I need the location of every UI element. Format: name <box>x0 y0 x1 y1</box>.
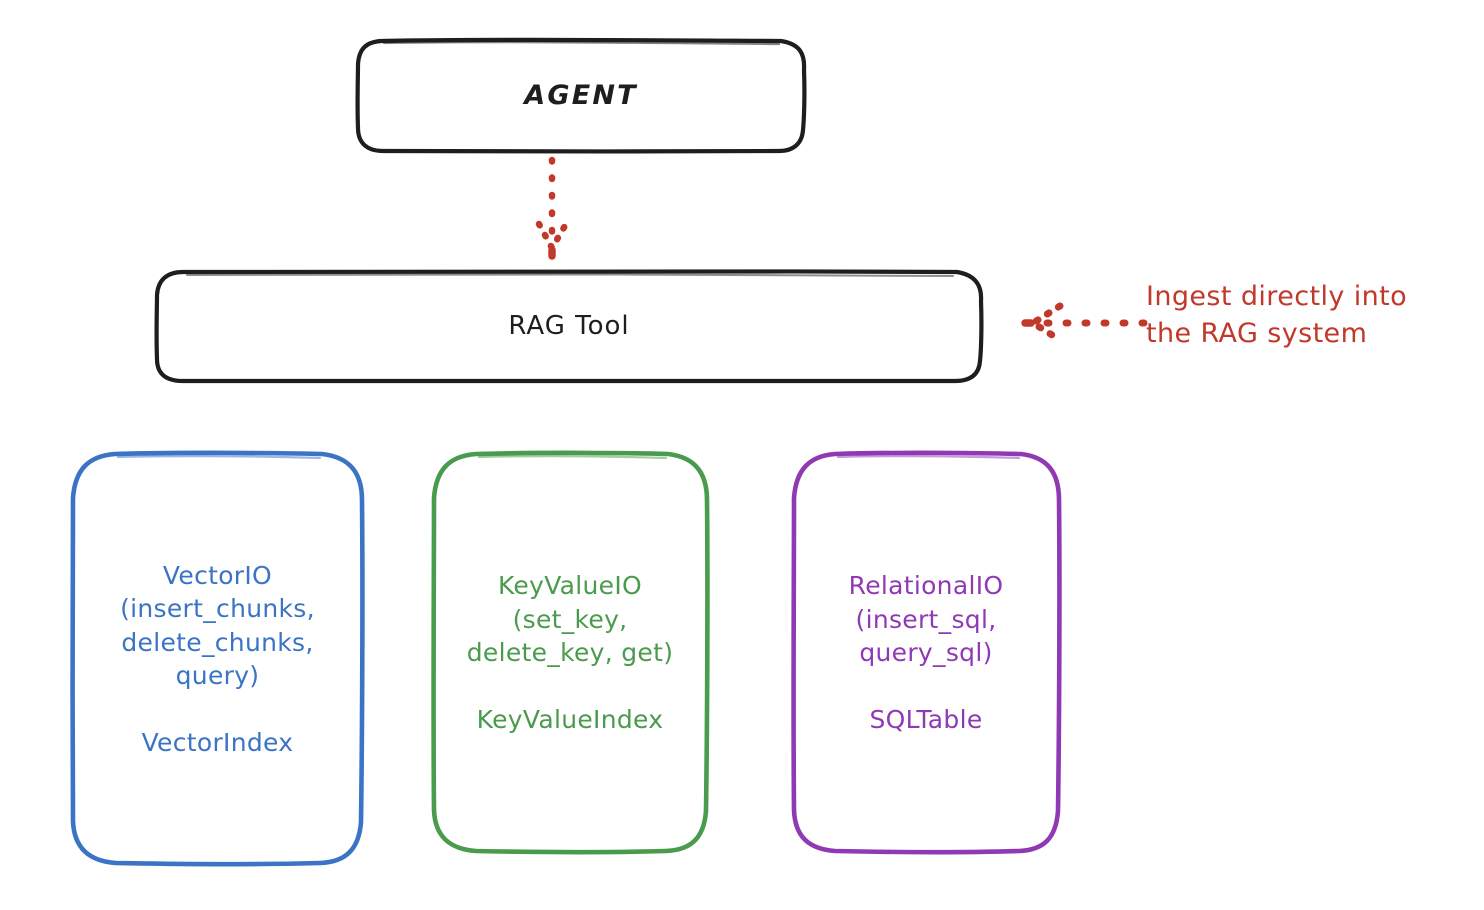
node-relational-io[interactable]: RelationalIO (insert_sql, query_sql) SQL… <box>788 450 1064 856</box>
agent-label: AGENT <box>524 79 638 111</box>
connector-ingest-to-rag-tool <box>1021 302 1148 344</box>
vector-io-label: VectorIO (insert_chunks, delete_chunks, … <box>120 560 315 758</box>
connector-agent-to-rag-tool <box>535 156 570 260</box>
node-rag-tool[interactable]: RAG Tool <box>153 268 985 384</box>
key-value-io-label: KeyValueIO (set_key, delete_key, get) Ke… <box>466 571 674 735</box>
node-key-value-io[interactable]: KeyValueIO (set_key, delete_key, get) Ke… <box>428 450 712 856</box>
node-agent[interactable]: AGENT <box>355 37 807 154</box>
rag-tool-label: RAG Tool <box>508 310 630 341</box>
node-vector-io[interactable]: VectorIO (insert_chunks, delete_chunks, … <box>68 450 367 868</box>
annotation-ingest: Ingest directly into the RAG system <box>1146 281 1408 350</box>
relational-io-label: RelationalIO (insert_sql, query_sql) SQL… <box>848 571 1004 735</box>
